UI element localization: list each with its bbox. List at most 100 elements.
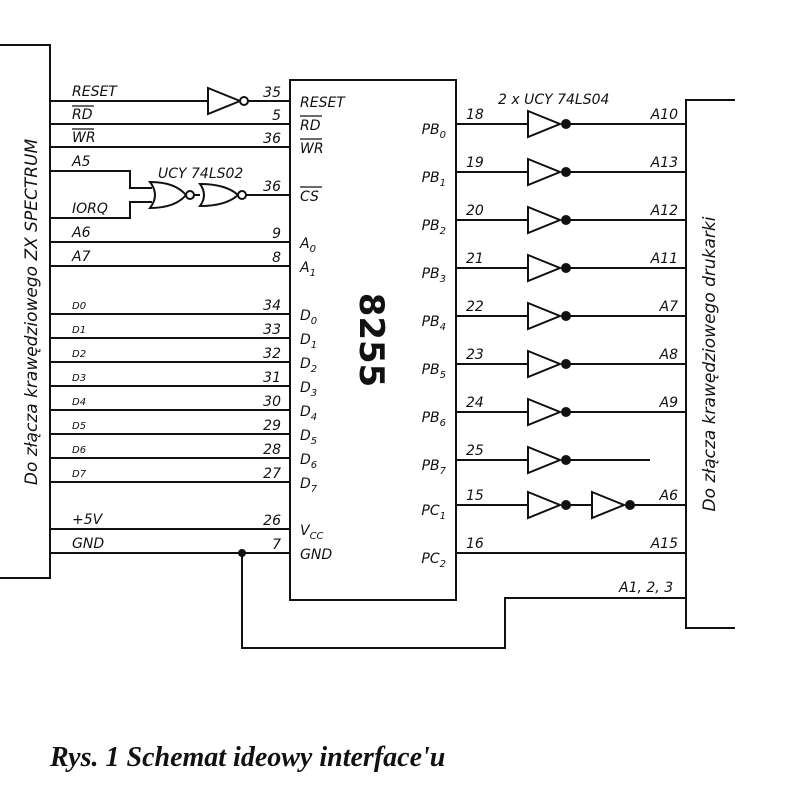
left-signal-label: A6 bbox=[71, 225, 91, 241]
inverter-output-dot bbox=[561, 167, 571, 177]
figure-caption: Rys. 1 Schemat ideowy interface'u bbox=[50, 742, 446, 773]
right-pin-label: PB4 bbox=[422, 314, 446, 333]
left-pin-number: 7 bbox=[272, 537, 281, 553]
left-pin-label: A0 bbox=[299, 236, 316, 255]
right-pin-number: 20 bbox=[466, 203, 484, 219]
inverter-output-dot bbox=[561, 311, 571, 321]
left-pin-label: WR bbox=[300, 141, 324, 157]
inverter-gate bbox=[527, 109, 563, 139]
inverter-gate bbox=[527, 397, 563, 427]
left-signal-label: D7 bbox=[72, 469, 87, 480]
right-pin-label: PB7 bbox=[422, 458, 447, 477]
output-signal-label: A10 bbox=[650, 107, 678, 123]
left-signal-label: D2 bbox=[72, 349, 86, 360]
right-pin-number: 18 bbox=[466, 107, 484, 123]
ground-label: A1, 2, 3 bbox=[618, 580, 673, 596]
nor-gate bbox=[147, 180, 188, 210]
right-pin-number: 21 bbox=[466, 251, 484, 267]
nor-inverter-gate bbox=[198, 182, 240, 208]
left-signal-label: D5 bbox=[72, 421, 86, 432]
left-pin-label: CS bbox=[300, 189, 319, 205]
inverter-gate bbox=[527, 253, 563, 283]
gnd-junction bbox=[238, 549, 246, 557]
left-pin-label: D1 bbox=[300, 332, 317, 351]
left-pin-label: D6 bbox=[300, 452, 317, 471]
right-pin-number: 25 bbox=[466, 443, 484, 459]
inverter-label: 2 x UCY 74LS04 bbox=[498, 92, 609, 108]
left-signal-label: A7 bbox=[71, 249, 91, 265]
inverter-gate bbox=[527, 205, 563, 235]
left-pin-label: GND bbox=[300, 547, 332, 563]
left-pin-label: D5 bbox=[300, 428, 317, 447]
left-pin-number: 31 bbox=[263, 370, 281, 386]
right-pin-label: PB6 bbox=[422, 410, 446, 429]
inverter-gate bbox=[527, 301, 563, 331]
right-pin-label: PB1 bbox=[422, 170, 446, 189]
left-signal-label: IORQ bbox=[72, 201, 108, 217]
right-pin-label: PC1 bbox=[421, 503, 446, 522]
left-pin-number: 9 bbox=[272, 226, 281, 242]
inverter-gate bbox=[527, 490, 563, 520]
right-pin-label: PB5 bbox=[422, 362, 446, 381]
right-pin-label: PB0 bbox=[422, 122, 446, 141]
left-pin-number: 34 bbox=[263, 298, 281, 314]
right-pin-label: PB3 bbox=[422, 266, 446, 285]
right-pin-number: 15 bbox=[466, 488, 484, 504]
right-pin-number: 19 bbox=[466, 155, 484, 171]
inverter-output-dot bbox=[561, 359, 571, 369]
left-signal-label: D0 bbox=[72, 301, 86, 312]
output-signal-label: A6 bbox=[659, 488, 679, 504]
right-pin-number: 24 bbox=[466, 395, 484, 411]
output-signal-label: A13 bbox=[650, 155, 678, 171]
left-signal-label: WR bbox=[72, 130, 96, 146]
inverter-gate bbox=[591, 490, 627, 520]
left-signal-label: D1 bbox=[72, 325, 86, 336]
output-signal-label: A9 bbox=[659, 395, 679, 411]
inverter-output-dot bbox=[561, 407, 571, 417]
left-pin-number: 27 bbox=[263, 466, 281, 482]
left-signal-label: RD bbox=[72, 107, 93, 123]
left-pin-number: 36 bbox=[263, 131, 281, 147]
left-signal-label: D4 bbox=[72, 397, 86, 408]
left-pin-number: 29 bbox=[263, 418, 281, 434]
left-pin-label: D0 bbox=[300, 308, 317, 327]
left-pin-number: 28 bbox=[263, 442, 281, 458]
right-pin-label: PB2 bbox=[422, 218, 446, 237]
gate-label: UCY 74LS02 bbox=[158, 166, 243, 182]
inverter-gate bbox=[527, 349, 563, 379]
right-pin-label: PC2 bbox=[421, 551, 446, 570]
left-pin-number: 32 bbox=[263, 346, 281, 362]
output-signal-label: A15 bbox=[650, 536, 678, 552]
left-signal-label: D3 bbox=[72, 373, 86, 384]
left-signal-label: RESET bbox=[72, 84, 118, 100]
left-pin-label: RD bbox=[300, 118, 321, 134]
left-signal-label: D6 bbox=[72, 445, 86, 456]
left-pin-number: 33 bbox=[263, 322, 281, 338]
left-pin-number: 26 bbox=[263, 513, 281, 529]
left-connector-label: Do złącza krawędziowego ZX SPECTRUM bbox=[22, 139, 42, 486]
left-pin-number: 8 bbox=[272, 250, 281, 266]
left-signal-label: +5V bbox=[72, 512, 104, 528]
left-pin-label: D7 bbox=[300, 476, 318, 495]
right-connector-label: Do złącza krawędziowego drukarki bbox=[700, 216, 720, 511]
left-pin-label: RESET bbox=[300, 95, 346, 111]
left-signal-label: A5 bbox=[71, 154, 91, 170]
left-pin-label: D3 bbox=[300, 380, 317, 399]
inverter-output-dot bbox=[561, 500, 571, 510]
inverter-gate bbox=[527, 157, 563, 187]
output-signal-label: A11 bbox=[650, 251, 678, 267]
left-pin-label: D4 bbox=[300, 404, 317, 423]
left-pin-label: VCC bbox=[300, 523, 324, 542]
chip-name: 8255 bbox=[351, 293, 391, 388]
right-pin-number: 16 bbox=[466, 536, 484, 552]
right-pin-number: 22 bbox=[466, 299, 484, 315]
inverter-output-dot bbox=[625, 500, 635, 510]
left-pin-number: 30 bbox=[263, 394, 281, 410]
left-signal-label: GND bbox=[72, 536, 104, 552]
inverter-output-dot bbox=[561, 215, 571, 225]
left-pin-label: A1 bbox=[299, 260, 316, 279]
inverter-gate bbox=[527, 445, 563, 475]
inverter-output-dot bbox=[561, 119, 571, 129]
output-signal-label: A12 bbox=[650, 203, 678, 219]
